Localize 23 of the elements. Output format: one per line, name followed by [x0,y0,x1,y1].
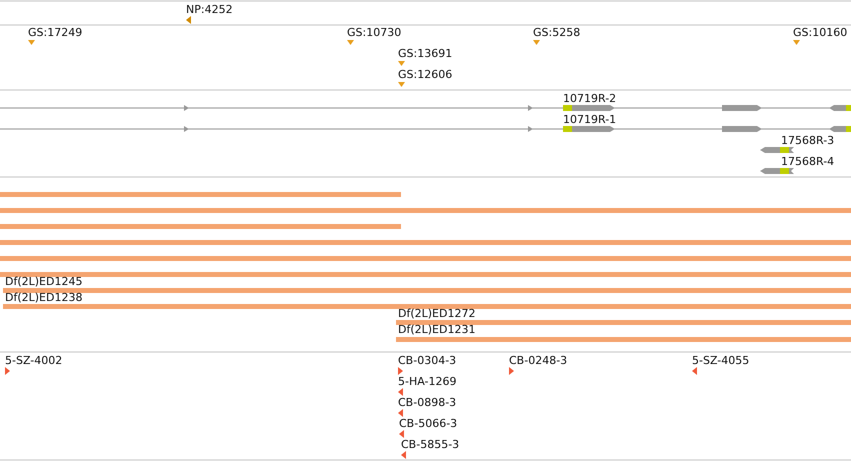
feature-label: GS:12606 [398,68,452,81]
feature-label: 5-SZ-4002 [5,354,62,367]
feature-label: 10719R-2 [563,92,616,105]
feature-label: CB-5855-3 [401,438,460,451]
feature-label: 5-SZ-4055 [692,354,750,367]
feature-label: GS:17249 [28,26,82,39]
feature-label: CB-0898-3 [398,396,456,409]
feature-label: Df(2L)ED1272 [398,307,476,320]
feature-label: CB-5066-3 [399,417,458,430]
feature-label: GS:10160 [793,26,848,39]
feature-label: 17568R-4 [781,155,834,168]
feature-label: GS:10730 [347,26,402,39]
feature-label: CB-0304-3 [398,354,456,367]
feature-label: 5-HA-1269 [398,375,456,388]
feature-label: CB-0248-3 [509,354,568,367]
feature-label: Df(2L)ED1238 [5,291,82,304]
feature-label: NP:4252 [186,3,233,16]
feature-label: GS:5258 [533,26,580,39]
feature-label: 17568R-3 [781,134,834,147]
feature-label: Df(2L)ED1245 [5,275,82,288]
feature-label: GS:13691 [398,47,452,60]
feature-label: Df(2L)ED1231 [398,323,476,336]
feature-label: 10719R-1 [563,113,616,126]
